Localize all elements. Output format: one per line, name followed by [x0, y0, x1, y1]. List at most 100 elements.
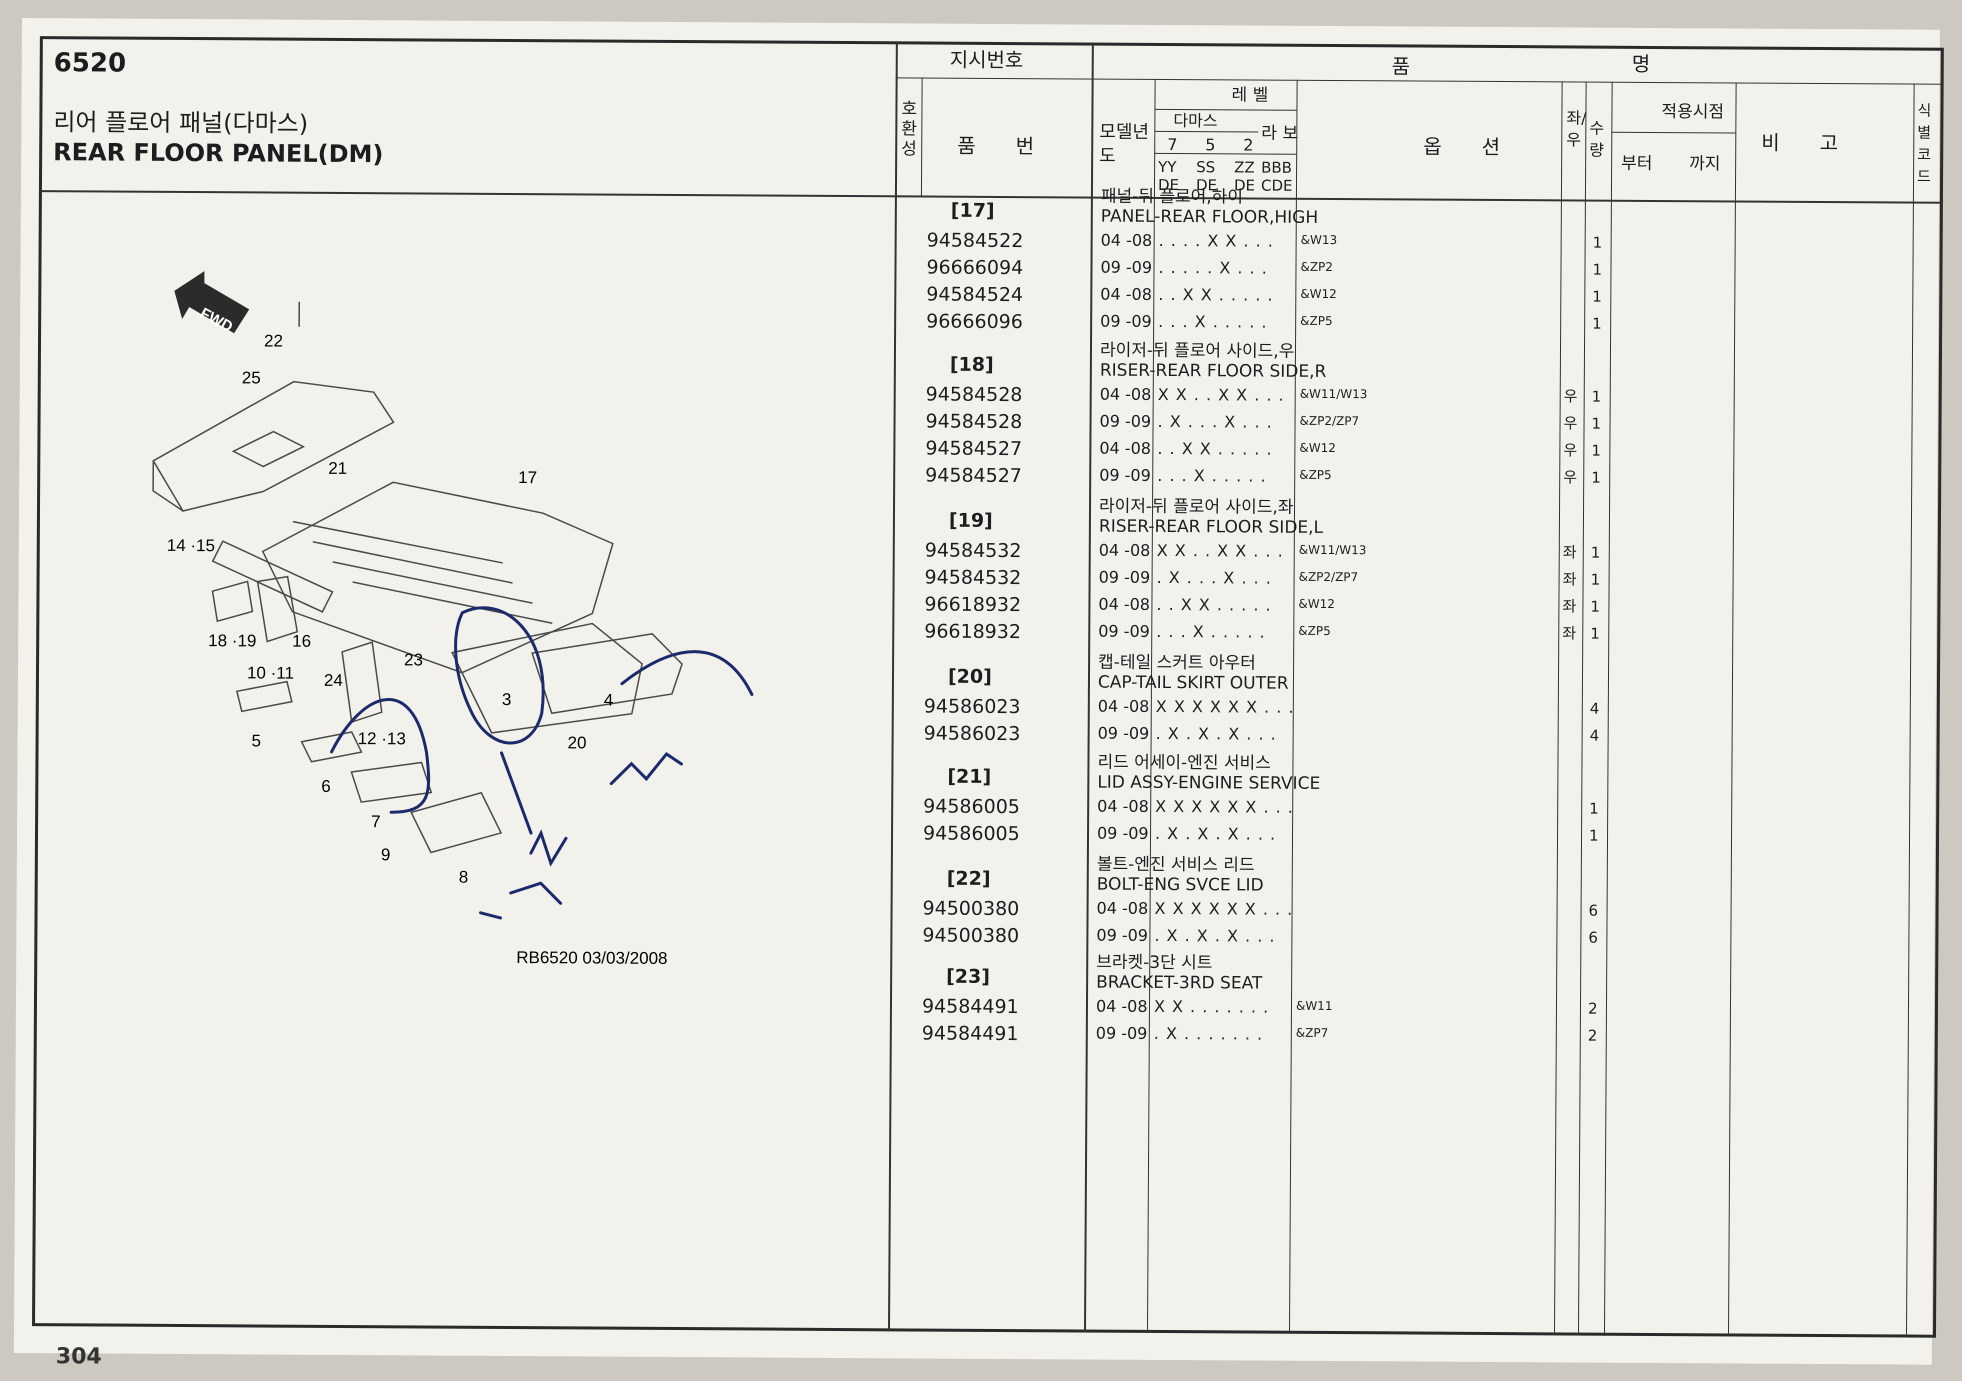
option-code: &ZP5	[1298, 623, 1331, 639]
pen-arrow-mark	[500, 751, 533, 835]
option-code: &W12	[1298, 596, 1335, 612]
part-number: 94584491	[921, 995, 1019, 1019]
header-instr-no: 지시번호	[949, 47, 1024, 73]
header-level: 레 벨	[1231, 85, 1269, 106]
model-year: 04 -08	[1098, 540, 1151, 560]
model-year: 09 -09	[1098, 567, 1151, 587]
part-number: 94584532	[924, 539, 1022, 563]
part-number: 94586005	[922, 822, 1020, 846]
part-number: 94584524	[926, 283, 1024, 307]
level-marks: X X . . X X . . .	[1156, 540, 1284, 561]
side-lr: 우	[1563, 387, 1578, 406]
callout-25: 25	[242, 368, 261, 387]
header-remark: 비 고	[1761, 130, 1839, 156]
part-number: 94500380	[922, 897, 1020, 921]
model-year: 04 -08	[1099, 438, 1152, 458]
level-marks: . X . . . X . . .	[1157, 411, 1273, 432]
pen-scribble-2	[609, 751, 683, 786]
group-name-korean: 볼트-엔진 서비스 리드	[1096, 854, 1255, 876]
level-marks: . . . X . . . . .	[1156, 621, 1266, 642]
level-marks: . . X X . . . . .	[1158, 284, 1274, 305]
header-side: 좌/우	[1566, 108, 1587, 150]
quantity: 1	[1591, 441, 1601, 460]
header-option: 옵 션	[1423, 134, 1501, 160]
header-from: 부터	[1621, 153, 1653, 174]
exploded-parts-diagram: FWD 22 25 21 17 14 ·15 18 ·19 16 10 ·11	[152, 271, 754, 968]
callout-4: 4	[604, 691, 614, 710]
header-part-no: 품 번	[957, 133, 1035, 159]
option-code: &W12	[1299, 440, 1336, 456]
group-name-english: LID ASSY-ENGINE SERVICE	[1097, 772, 1321, 794]
part-number: 94586005	[923, 795, 1020, 819]
part-number: 96618932	[924, 593, 1022, 617]
table-row: 94584528 09 -09. X . . . X . . . &ZP2/ZP7 우…	[22, 18, 1940, 434]
option-code: &W11	[1295, 998, 1333, 1014]
model-year: 04 -08	[1100, 230, 1153, 250]
section-code: 6520	[53, 48, 127, 79]
side-lr: 좌	[1562, 570, 1577, 589]
quantity: 1	[1591, 387, 1602, 406]
callout-16: 16	[292, 632, 311, 651]
model-year: 09 -09	[1096, 925, 1149, 945]
table-header: 지시번호 품 명 호환성 품 번 모델년도 레 벨 다마스 라 보 7 5 2 …	[22, 18, 1940, 1338]
quantity: 1	[1592, 233, 1603, 252]
part-number: 94584528	[925, 410, 1023, 434]
part-number: 94586023	[923, 722, 1021, 746]
diagram-reference: RB6520 03/03/2008	[516, 948, 667, 968]
group-name-english: BRACKET-3RD SEAT	[1096, 972, 1263, 994]
table-row: 94584524 04 -08 . . X X . . . . . &W12 1	[22, 18, 1940, 307]
group-ref-number: [22]	[946, 867, 991, 890]
group-name-korean: 라이저-뒤 플로어 사이드,좌	[1098, 496, 1294, 518]
callout-6: 6	[321, 777, 331, 796]
table-row: 96618932 09 -09 . . . X . . . . . &ZP5 좌 1	[22, 18, 1940, 644]
callout-10-11: 10 ·11	[247, 663, 294, 682]
header-damas: 다마스	[1173, 111, 1218, 131]
callout-17: 17	[518, 468, 537, 487]
level-marks: . . X X . . . . .	[1157, 438, 1273, 459]
title-english: REAR FLOOR PANEL(DM)	[53, 138, 384, 169]
group-ref-number: [23]	[946, 965, 991, 988]
callout-20: 20	[568, 733, 587, 752]
group-name-korean: 라이저-뒤 플로어 사이드,우	[1099, 340, 1295, 362]
callout-9: 9	[381, 845, 391, 864]
model-year: 09 -09	[1099, 411, 1152, 431]
option-code: &W12	[1300, 286, 1337, 302]
model-year: 09 -09	[1098, 621, 1150, 641]
group-name-english: RISER-REAR FLOOR SIDE,L	[1098, 516, 1324, 538]
option-code: &ZP2	[1300, 259, 1333, 275]
level-marks: X X . . X X . . .	[1157, 384, 1285, 405]
part-number: 94584527	[925, 464, 1023, 488]
header-id-code: 식별코드	[1917, 101, 1932, 186]
quantity: 1	[1591, 468, 1601, 487]
callout-14-15: 14 ·15	[167, 536, 215, 555]
header-level-2: 2	[1243, 135, 1254, 155]
option-code: &ZP2/ZP7	[1299, 413, 1360, 429]
header-apply-point: 적용시점	[1661, 102, 1725, 123]
group-name-english: PANEL-REAR FLOOR,HIGH	[1100, 206, 1319, 228]
model-year: 04 -08	[1095, 996, 1148, 1016]
level-marks: . . X X . . . . .	[1156, 594, 1272, 615]
model-year: 04 -08	[1100, 284, 1152, 304]
side-lr: 우	[1563, 441, 1578, 460]
quantity: 1	[1588, 826, 1599, 845]
part-number: 96666094	[926, 256, 1024, 280]
header-product-name-2: 명	[1631, 51, 1651, 76]
part-number: 94584528	[925, 383, 1023, 407]
level-marks: . X . . . X . . .	[1156, 567, 1272, 588]
group-name-korean: 리드 어세이-엔진 서비스	[1097, 752, 1271, 774]
quantity: 6	[1588, 928, 1599, 947]
quantity: 1	[1592, 260, 1603, 279]
callout-22: 22	[264, 331, 283, 350]
callout-18-19: 18 ·19	[208, 631, 256, 650]
part-number: 94584491	[921, 1022, 1019, 1046]
